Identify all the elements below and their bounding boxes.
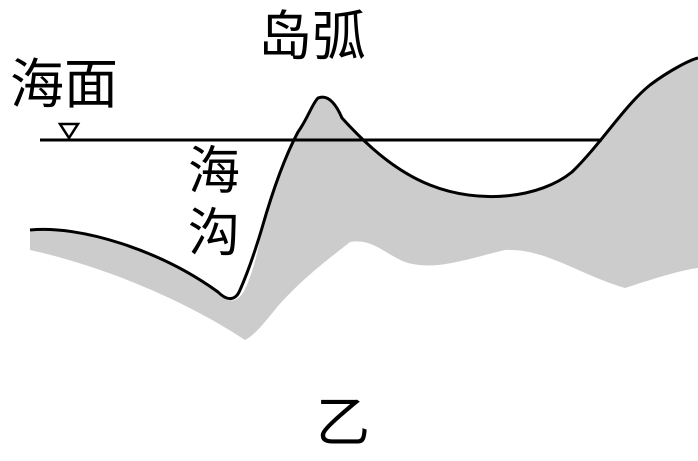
- inverted-triangle-icon: [57, 122, 81, 141]
- trench-label-char-1: 海: [188, 142, 241, 202]
- seafloor-outline: [29, 56, 698, 300]
- crust-shape: [30, 58, 698, 340]
- figure-id-label: 乙: [316, 391, 370, 454]
- island-arc-label: 岛弧: [258, 5, 366, 68]
- trench-label-char-2: 沟: [188, 204, 241, 264]
- sea-level-label: 海面: [10, 53, 118, 116]
